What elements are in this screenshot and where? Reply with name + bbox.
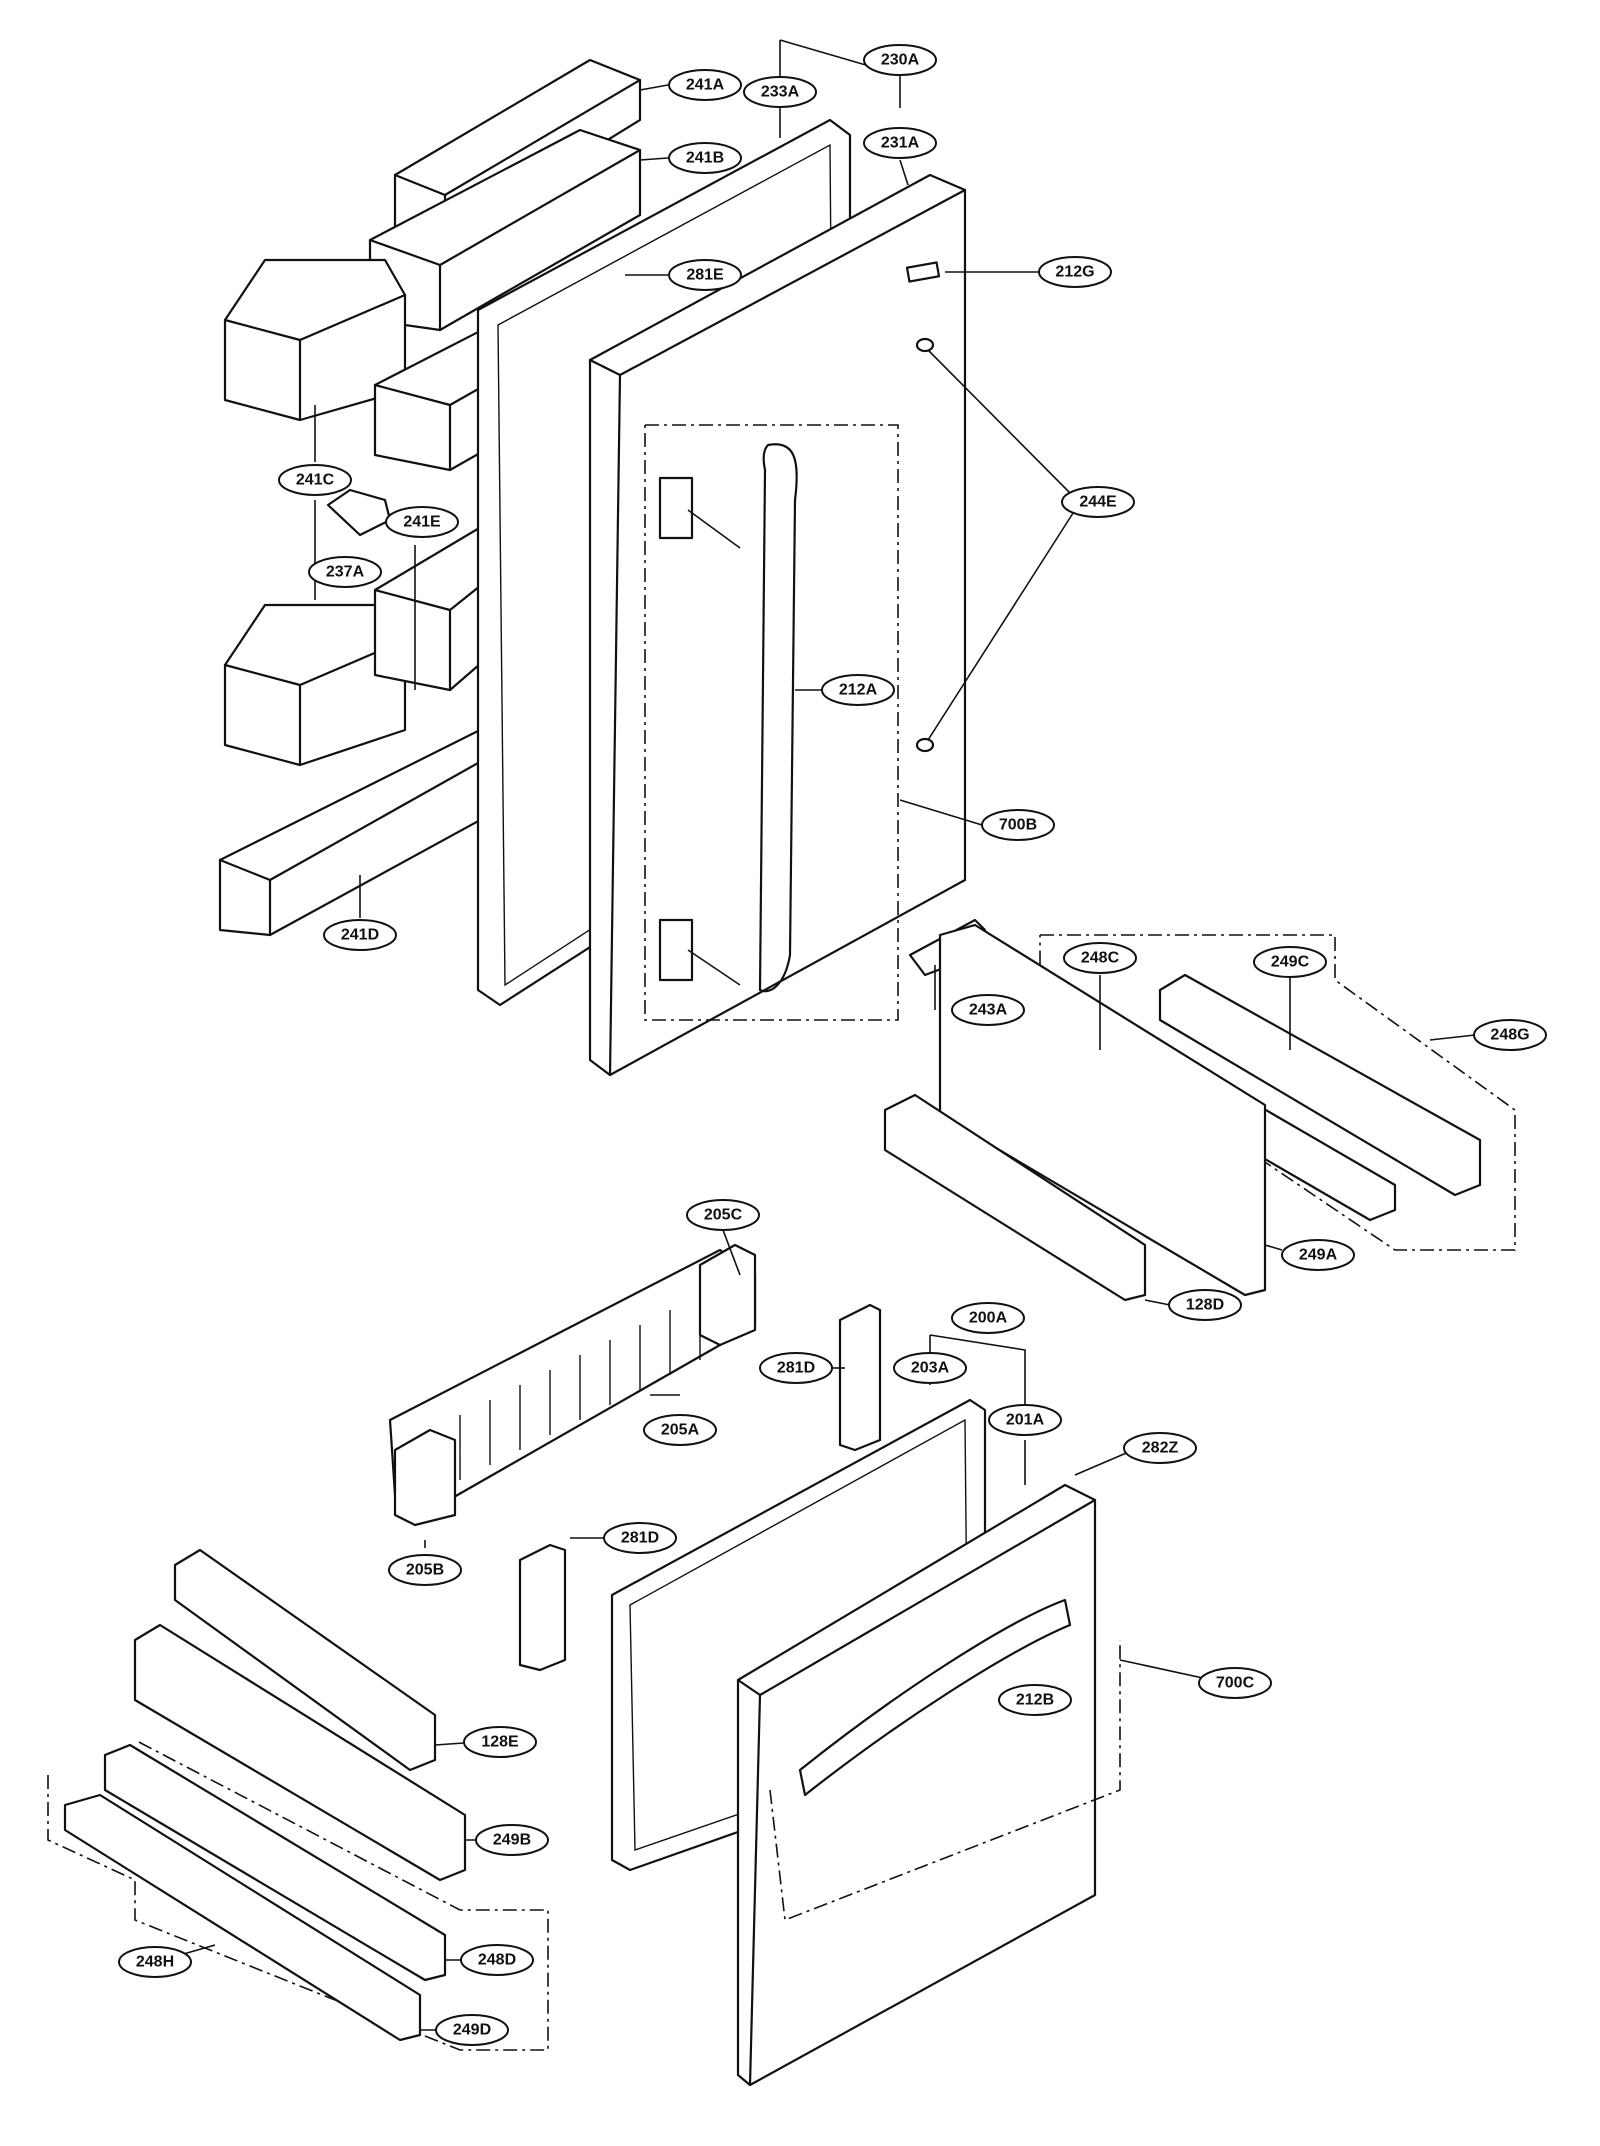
callout-241b: 241B xyxy=(668,142,742,174)
callout-241c: 241C xyxy=(278,464,352,496)
svg-text:249A: 249A xyxy=(1299,1247,1338,1264)
rail-249d xyxy=(63,1793,422,2042)
callout-201a: 201A xyxy=(988,1404,1062,1436)
svg-text:243A: 243A xyxy=(969,1002,1008,1019)
svg-text:700C: 700C xyxy=(1216,1675,1255,1692)
svg-text:201A: 201A xyxy=(1006,1412,1045,1429)
callout-241e: 241E xyxy=(385,506,459,538)
callout-212b: 212B xyxy=(998,1684,1072,1716)
svg-text:700B: 700B xyxy=(999,817,1037,834)
bracket-205b xyxy=(393,1428,457,1527)
dashed-box-248h xyxy=(47,1739,549,2051)
callout-237a: 237A xyxy=(308,556,382,588)
callout-128e: 128E xyxy=(463,1726,537,1758)
callout-205c: 205C xyxy=(686,1199,760,1231)
callout-243a: 243A xyxy=(951,994,1025,1026)
rail-128e xyxy=(173,1548,437,1772)
callout-205b: 205B xyxy=(388,1554,462,1586)
svg-text:244E: 244E xyxy=(1079,494,1117,511)
callout-212a: 212A xyxy=(821,674,895,706)
callout-281d-upper: 281D xyxy=(759,1352,833,1384)
handle-212a xyxy=(758,443,798,993)
dashed-box-700c xyxy=(769,1640,1121,1922)
svg-text:281D: 281D xyxy=(621,1530,659,1547)
svg-text:281D: 281D xyxy=(777,1360,815,1377)
svg-text:282Z: 282Z xyxy=(1142,1440,1179,1457)
drawer-front-201a xyxy=(736,1483,1097,2087)
hinge-bracket-upper xyxy=(658,476,741,549)
svg-text:233A: 233A xyxy=(761,84,800,101)
svg-text:248G: 248G xyxy=(1490,1027,1529,1044)
callout-230a: 230A xyxy=(863,44,937,76)
callout-248g: 248G xyxy=(1473,1019,1547,1051)
svg-text:128D: 128D xyxy=(1186,1297,1224,1314)
callout-282z: 282Z xyxy=(1123,1432,1197,1464)
callout-241d: 241D xyxy=(323,919,397,951)
callout-249c: 249C xyxy=(1253,946,1327,978)
svg-text:212G: 212G xyxy=(1055,264,1094,281)
callout-248d: 248D xyxy=(460,1944,534,1976)
callout-203a: 203A xyxy=(893,1352,967,1384)
rail-249c xyxy=(1158,973,1482,1197)
callout-700c: 700C xyxy=(1198,1667,1272,1699)
svg-text:231A: 231A xyxy=(881,135,920,152)
svg-text:248D: 248D xyxy=(478,1952,516,1969)
bracket-205c xyxy=(698,1243,757,1347)
svg-text:212B: 212B xyxy=(1016,1692,1054,1709)
svg-text:200A: 200A xyxy=(969,1310,1008,1327)
svg-text:248H: 248H xyxy=(136,1954,174,1971)
svg-text:249C: 249C xyxy=(1271,954,1310,971)
svg-text:230A: 230A xyxy=(881,52,920,69)
bracket-281d-lower xyxy=(518,1543,567,1672)
callout-700b: 700B xyxy=(981,809,1055,841)
svg-text:281E: 281E xyxy=(686,267,724,284)
callout-200a: 200A xyxy=(951,1302,1025,1334)
handle-212b xyxy=(798,1598,1072,1797)
callout-281e: 281E xyxy=(668,259,742,291)
svg-text:241D: 241D xyxy=(341,927,379,944)
svg-text:249D: 249D xyxy=(453,2022,491,2039)
svg-text:237A: 237A xyxy=(326,564,365,581)
svg-text:205C: 205C xyxy=(704,1207,743,1224)
dashed-box-700b xyxy=(644,424,899,1021)
bin-241c-upper xyxy=(223,258,407,422)
svg-text:248C: 248C xyxy=(1081,950,1120,967)
svg-text:249B: 249B xyxy=(493,1832,531,1849)
clip-237a xyxy=(326,488,392,537)
svg-text:128E: 128E xyxy=(481,1734,519,1751)
svg-text:212A: 212A xyxy=(839,682,878,699)
callout-231a: 231A xyxy=(863,127,937,159)
svg-text:203A: 203A xyxy=(911,1360,950,1377)
hinge-bracket-lower xyxy=(658,918,741,986)
callout-249a: 249A xyxy=(1281,1239,1355,1271)
dashed-box-248g xyxy=(1039,934,1516,1251)
svg-text:241C: 241C xyxy=(296,472,335,489)
callout-244e: 244E xyxy=(1061,486,1135,518)
rail-248d xyxy=(103,1743,447,1982)
callout-128d: 128D xyxy=(1168,1289,1242,1321)
callout-248c: 248C xyxy=(1063,942,1137,974)
svg-text:205A: 205A xyxy=(661,1422,700,1439)
callout-249d: 249D xyxy=(435,2014,509,2046)
callout-249b: 249B xyxy=(475,1824,549,1856)
door-231a xyxy=(588,173,967,1077)
rail-249b xyxy=(133,1623,467,1882)
svg-text:241B: 241B xyxy=(686,150,724,167)
bracket-281d-upper xyxy=(838,1303,882,1452)
rail-128d xyxy=(883,1093,1147,1302)
svg-text:241E: 241E xyxy=(403,514,441,531)
svg-text:205B: 205B xyxy=(406,1562,444,1579)
callout-241a: 241A xyxy=(668,69,742,101)
callout-205a: 205A xyxy=(643,1414,717,1446)
svg-text:241A: 241A xyxy=(686,77,725,94)
callout-281d-lower: 281D xyxy=(603,1522,677,1554)
callout-233a: 233A xyxy=(743,76,817,108)
callout-248h: 248H xyxy=(118,1946,192,1978)
callout-212g: 212G xyxy=(1038,256,1112,288)
